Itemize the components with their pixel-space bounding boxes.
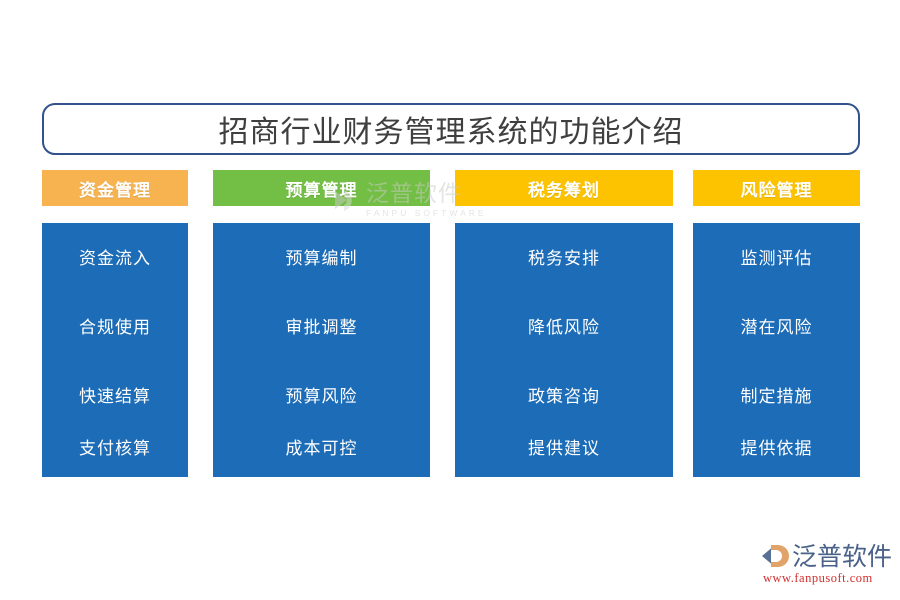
column-body-3: 税务安排 降低风险 政策咨询 提供建议 [455, 223, 673, 477]
list-item[interactable]: 政策咨询 [528, 387, 600, 407]
brand-name: 泛普软件 [792, 541, 893, 571]
column-header-label-1: 资金管理 [79, 180, 151, 201]
list-item[interactable]: 降低风险 [528, 318, 600, 338]
list-item[interactable]: 潜在风险 [740, 318, 813, 338]
list-item[interactable]: 快速结算 [79, 387, 151, 407]
list-item[interactable]: 资金流入 [79, 249, 151, 269]
page-title: 招商行业财务管理系统的功能介绍 [218, 115, 684, 150]
watermark-subtitle: FANPU SOFTWARE [366, 207, 487, 218]
column-header-3[interactable]: 税务筹划 [455, 170, 673, 206]
column-body-1: 资金流入 合规使用 快速结算 支付核算 [42, 223, 188, 477]
brand-logo: 泛普软件 www.fanpusoft.com [762, 542, 894, 586]
list-item[interactable]: 成本可控 [285, 439, 358, 459]
list-item[interactable]: 预算风险 [285, 387, 358, 407]
list-item[interactable]: 预算编制 [285, 249, 358, 269]
list-item[interactable]: 提供依据 [740, 439, 813, 459]
column-header-4[interactable]: 风险管理 [693, 170, 860, 206]
column-header-label-2: 预算管理 [285, 180, 358, 201]
page-title-box: 招商行业财务管理系统的功能介绍 [42, 103, 860, 155]
fanpu-logo-icon [762, 543, 789, 569]
brand-logo-row: 泛普软件 [762, 542, 894, 570]
list-item[interactable]: 税务安排 [528, 249, 600, 269]
list-item[interactable]: 审批调整 [285, 318, 358, 338]
list-item[interactable]: 合规使用 [79, 318, 151, 338]
column-body-4: 监测评估 潜在风险 制定措施 提供依据 [693, 223, 860, 477]
list-item[interactable]: 提供建议 [528, 439, 600, 459]
column-header-label-4: 风险管理 [740, 180, 813, 201]
list-item[interactable]: 支付核算 [79, 439, 151, 459]
column-header-2[interactable]: 预算管理 [213, 170, 430, 206]
list-item[interactable]: 制定措施 [740, 387, 813, 407]
column-body-2: 预算编制 审批调整 预算风险 成本可控 [213, 223, 430, 477]
list-item[interactable]: 监测评估 [740, 249, 813, 269]
column-header-1[interactable]: 资金管理 [42, 170, 188, 206]
column-header-label-3: 税务筹划 [528, 180, 600, 201]
brand-url: www.fanpusoft.com [763, 571, 873, 585]
